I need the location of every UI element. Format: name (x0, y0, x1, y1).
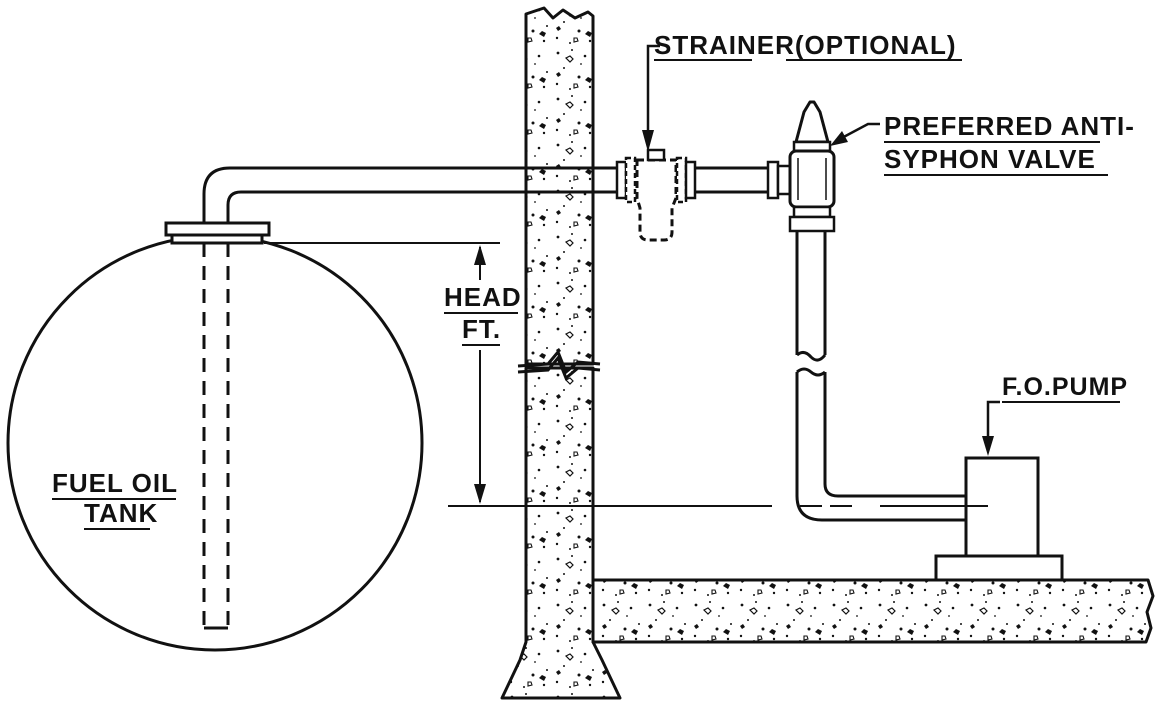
leaders (642, 44, 1000, 456)
label-valve-line2: SYPHON VALVE (884, 144, 1096, 174)
labels: STRAINER(OPTIONAL) PREFERRED ANTI- SYPHO… (52, 30, 1135, 530)
label-head: HEAD (444, 282, 522, 312)
vertical-drop-pipe (795, 231, 966, 522)
strainer (615, 148, 697, 242)
suction-pipe-horizontal (202, 166, 619, 223)
label-pump: F.O.PUMP (1002, 373, 1128, 401)
anti-syphon-valve (766, 100, 836, 233)
label-head-ft: FT. (462, 314, 501, 344)
label-tank-line2: TANK (84, 498, 158, 528)
concrete-wall (500, 6, 622, 700)
pipe-strainer-to-valve (695, 166, 768, 194)
label-tank-line1: FUEL OIL (52, 468, 178, 498)
concrete-floor (591, 578, 1155, 644)
fuel-oil-tank (6, 221, 424, 652)
label-strainer: STRAINER(OPTIONAL) (654, 30, 957, 60)
head-dimension (264, 242, 988, 507)
label-valve-line1: PREFERRED ANTI- (884, 111, 1135, 141)
